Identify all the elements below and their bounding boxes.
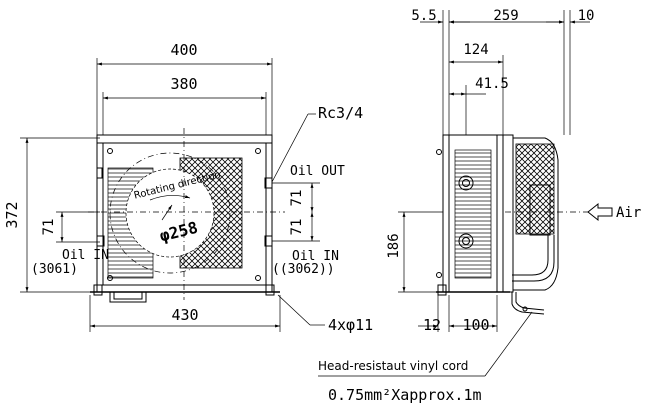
dim-depth: 259: [493, 8, 518, 24]
port-size-label: Rc3/4: [318, 104, 363, 122]
air-label: Air: [616, 205, 641, 221]
dim-oil-offset-top: 71: [289, 190, 305, 207]
dim-base: 430: [171, 306, 198, 324]
dim-offset: 5.5: [411, 8, 436, 24]
dim-port: 41.5: [475, 76, 509, 92]
cord-callout: Head-resistaut vinyl cord 0.75mm²Xapprox…: [318, 311, 533, 404]
side-view: 5.5 259 10 124 41.5: [386, 8, 641, 334]
dim-base-front: 12: [423, 316, 441, 334]
air-arrow-icon: [587, 202, 613, 222]
dim-body: 124: [463, 42, 488, 58]
dim-base-depth: 100: [462, 316, 489, 334]
cord-spec: 0.75mm²Xapprox.1m: [328, 386, 482, 404]
oil-in-left-label: Oil IN: [62, 248, 109, 263]
oil-out-label: Oil OUT: [290, 164, 345, 179]
dim-fan: 10: [578, 8, 595, 24]
dim-height: 372: [3, 201, 21, 228]
oil-in-right-label: Oil IN: [292, 249, 339, 264]
mount-holes-label: 4xφ11: [328, 316, 373, 334]
cord-label: Head-resistaut vinyl cord: [318, 359, 468, 373]
oil-in-right-code: ((3062)): [272, 262, 335, 277]
dim-port-height: 186: [386, 233, 402, 258]
front-view: 400 380 Rc3/4 372 71: [3, 41, 373, 334]
dim-oil-offset-left: 71: [41, 219, 57, 236]
dim-width-inner: 380: [170, 75, 197, 93]
fan-outline: [109, 152, 231, 274]
oil-in-left-code: (3061): [31, 262, 78, 277]
dim-width-total: 400: [170, 41, 197, 59]
dim-oil-offset-bottom: 71: [289, 219, 305, 236]
